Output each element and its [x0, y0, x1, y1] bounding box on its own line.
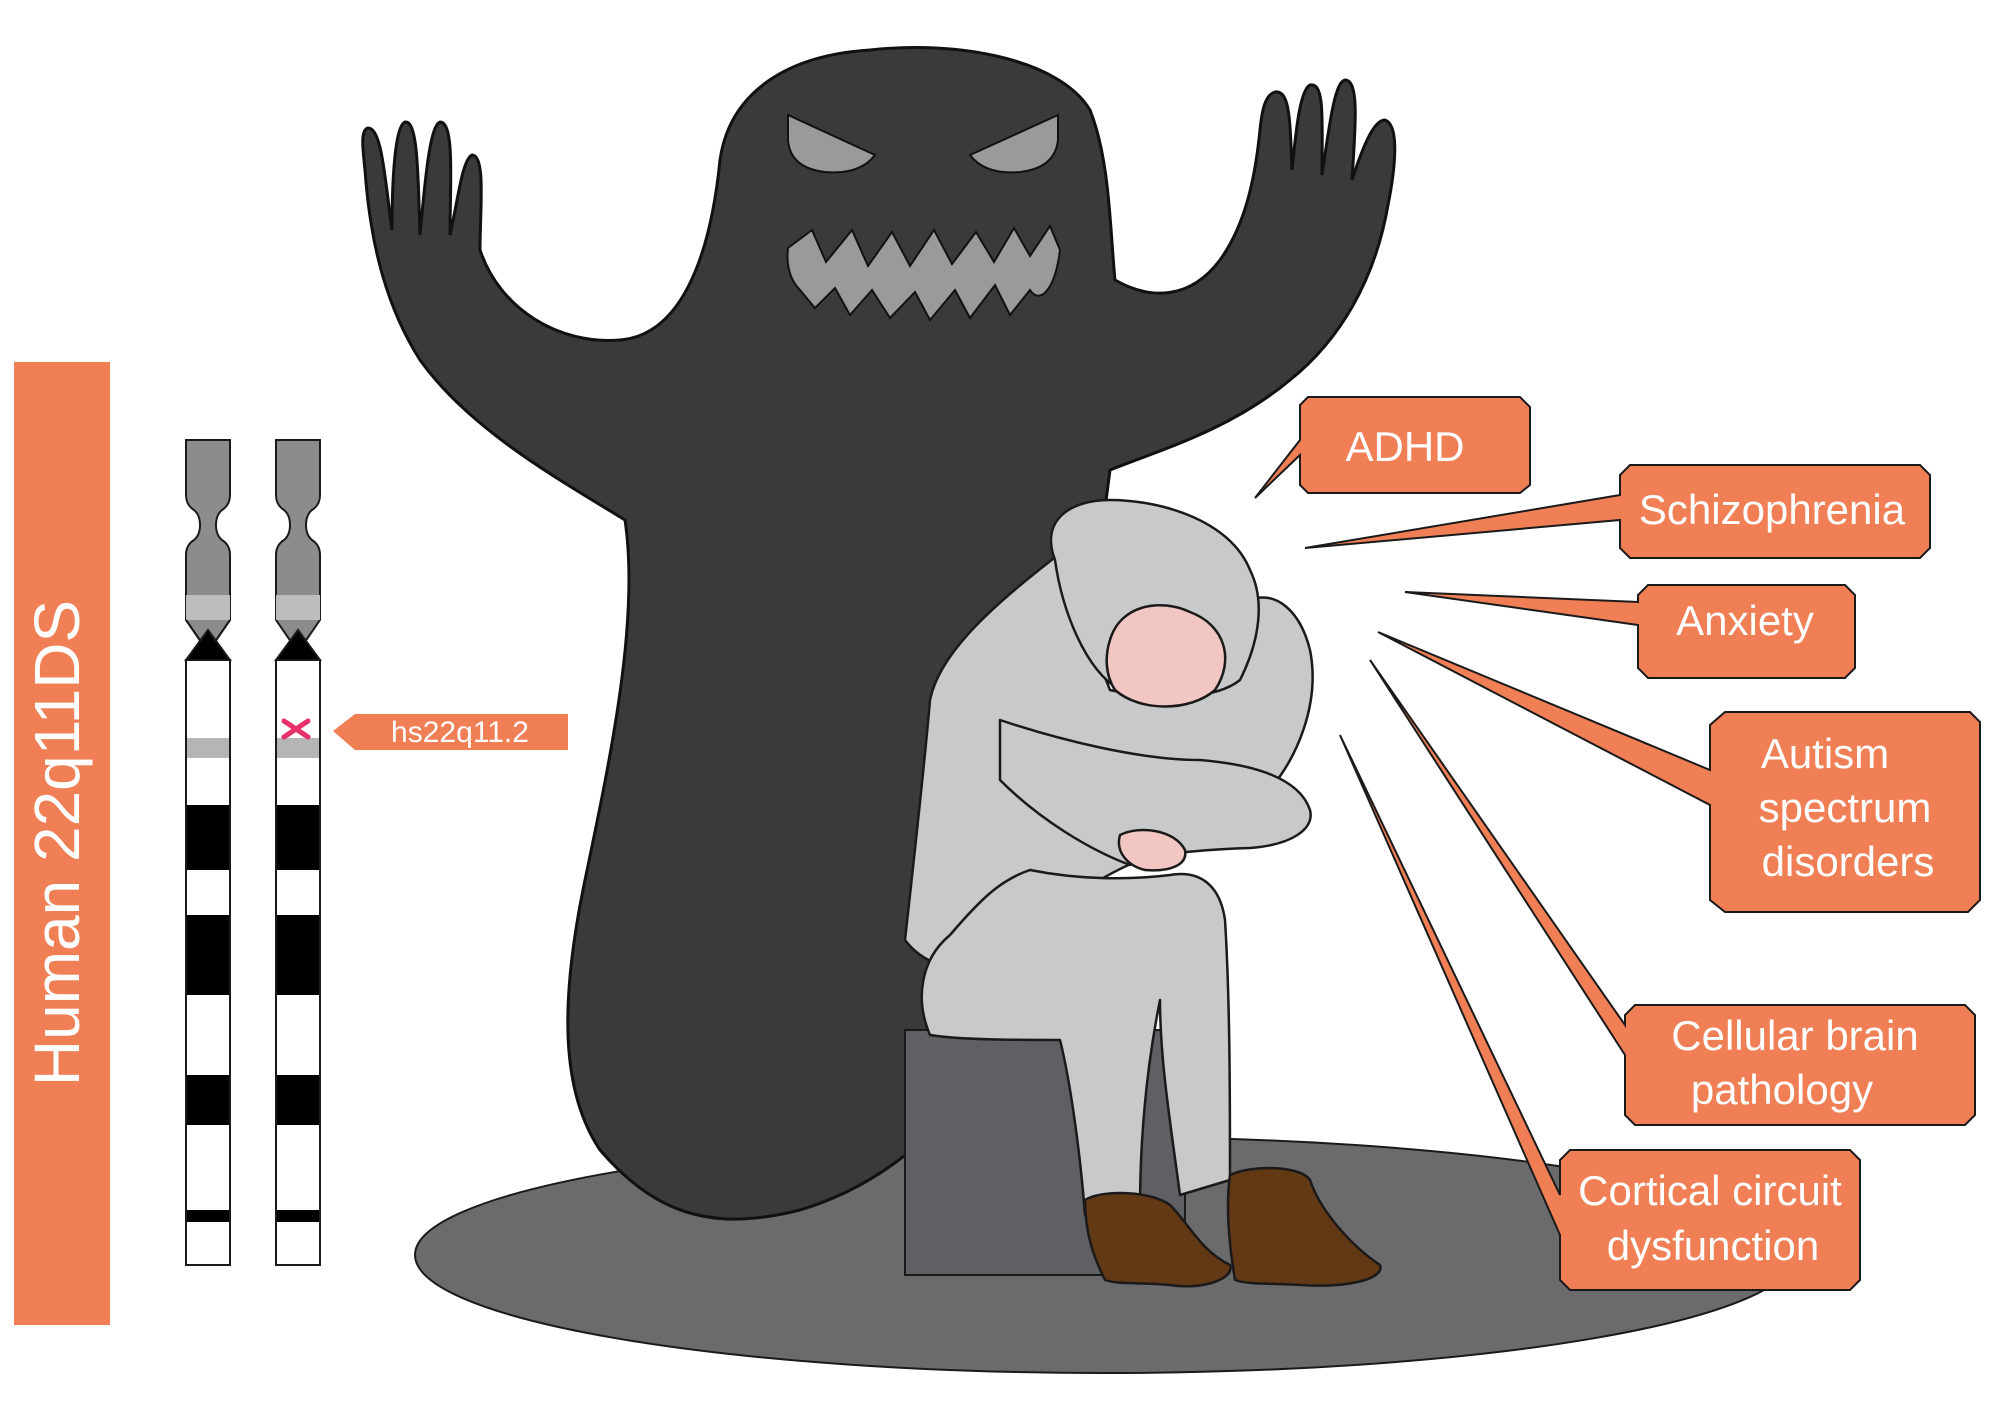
callout-autism-line-1: Autism	[1761, 730, 1889, 777]
callout-cellular: Cellular brain pathology	[1369, 659, 1976, 1126]
callout-cortical-line-2: dysfunction	[1607, 1222, 1819, 1269]
callout-schizophrenia: Schizophrenia	[1304, 464, 1931, 559]
face-icon	[1105, 604, 1227, 708]
side-banner-text: Human 22q11DS	[21, 600, 93, 1086]
locus-tag-text: hs22q11.2	[391, 716, 529, 749]
callout-cortical-line-1: Cortical circuit	[1578, 1167, 1842, 1214]
left-shoe-icon	[1083, 1191, 1232, 1288]
callout-anxiety-text: Anxiety	[1676, 597, 1814, 644]
callout-adhd: ADHD	[1254, 396, 1531, 499]
ghost-mouth-icon	[786, 223, 1062, 322]
callout-anxiety: Anxiety	[1404, 584, 1856, 679]
callout-autism: Autism spectrum disorders	[1377, 631, 1981, 913]
chromosome-deletion-icon	[274, 439, 322, 1266]
callout-cellular-line-1: Cellular brain	[1671, 1012, 1918, 1059]
callout-schizophrenia-text: Schizophrenia	[1639, 486, 1906, 533]
right-shoe-icon	[1226, 1166, 1382, 1287]
callout-autism-line-3: disorders	[1762, 838, 1935, 885]
callout-adhd-text: ADHD	[1345, 423, 1464, 470]
side-banner: Human 22q11DS	[14, 362, 110, 1325]
deletion-mark-icon	[281, 718, 311, 740]
callout-cellular-line-2: pathology	[1691, 1066, 1873, 1113]
chromosome-normal-icon	[184, 439, 232, 1266]
callout-autism-line-2: spectrum	[1759, 784, 1932, 831]
ghost-right-eye-icon	[968, 113, 1059, 174]
hooded-person-icon	[903, 498, 1382, 1288]
ghost-left-eye-icon	[787, 113, 877, 174]
callout-cortical: Cortical circuit dysfunction	[1339, 734, 1861, 1291]
locus-tag: hs22q11.2	[333, 714, 568, 750]
